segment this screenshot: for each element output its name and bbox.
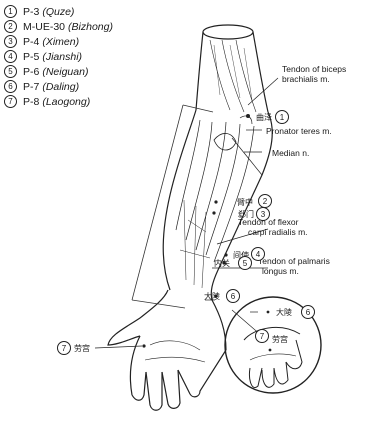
marker-number: 4: [256, 250, 261, 259]
acupoint-dot: [246, 114, 250, 118]
marker-number: 6: [231, 292, 236, 301]
marker-number: 7: [62, 344, 67, 353]
upper-arm: [196, 25, 268, 112]
annotation-flexor-tendon-2: carpi radialis m.: [248, 227, 308, 237]
point-label-bizhong: 臂中: [237, 197, 253, 207]
point-label-ximen: 郄门: [238, 209, 254, 219]
marker-number: 3: [261, 210, 266, 219]
acupoint-dot: [214, 200, 217, 203]
marker-number: 1: [280, 113, 285, 122]
forearm: [163, 110, 272, 300]
annotation-palmaris-tendon-2: longus m.: [262, 266, 299, 276]
annotation-pronator-teres: Pronator teres m.: [266, 126, 332, 136]
point-label-laogong-inset: 劳宫: [272, 334, 288, 344]
acupoint-dot: [212, 211, 215, 214]
point-label-quze: 曲泽: [256, 112, 272, 122]
marker-number: 7: [260, 332, 265, 341]
annotation-biceps-tendon-2: brachialis m.: [282, 74, 330, 84]
point-label-daling: 大陵: [204, 291, 220, 301]
acupoint-dot: [142, 344, 145, 347]
acupoint-dot: [267, 311, 270, 314]
annotation-palmaris-tendon: Tendon of palmaris: [258, 256, 330, 266]
point-label-neiguan: 内关: [214, 258, 230, 268]
acupoint-dot: [224, 253, 227, 256]
bracket-lines: [132, 105, 213, 308]
point-label-laogong-palm: 劳宫: [74, 343, 90, 353]
acupoint-dot: [269, 349, 272, 352]
annotations: Tendon of biceps brachialis m. Pronator …: [238, 64, 346, 276]
hand: [108, 290, 226, 410]
marker-number: 6: [306, 308, 311, 317]
marker-number: 5: [243, 259, 248, 268]
annotation-biceps-tendon: Tendon of biceps: [282, 64, 346, 74]
point-label-daling-inset: 大陵: [276, 307, 292, 317]
annotation-median-nerve: Median n.: [272, 148, 309, 158]
marker-number: 2: [263, 197, 268, 206]
